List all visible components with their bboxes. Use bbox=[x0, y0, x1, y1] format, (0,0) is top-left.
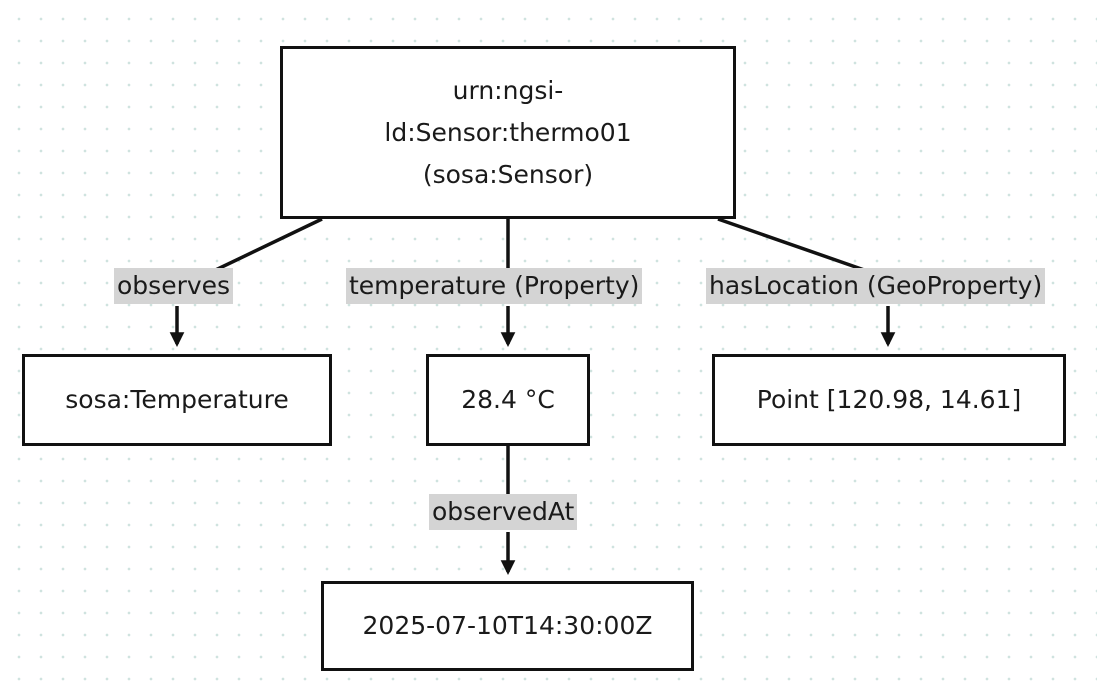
node-observed-at[interactable]: 2025-07-10T14:30:00Z bbox=[321, 581, 694, 671]
node-location[interactable]: Point [120.98, 14.61] bbox=[712, 354, 1066, 446]
node-location-label: Point [120.98, 14.61] bbox=[756, 385, 1022, 414]
node-value[interactable]: 28.4 °C bbox=[426, 354, 590, 446]
node-sensor-line-3: (sosa:Sensor) bbox=[422, 159, 594, 189]
node-observed-at-label: 2025-07-10T14:30:00Z bbox=[362, 611, 653, 640]
edge-label-observes: observes bbox=[114, 268, 234, 304]
node-sensor[interactable]: urn:ngsi- ld:Sensor:thermo01 (sosa:Senso… bbox=[280, 46, 736, 219]
node-temperature-type[interactable]: sosa:Temperature bbox=[22, 354, 332, 446]
node-temperature-type-label: sosa:Temperature bbox=[65, 385, 289, 414]
edge-label-has-location: hasLocation (GeoProperty) bbox=[706, 268, 1046, 304]
edge-label-observed-at: observedAt bbox=[429, 494, 578, 530]
node-value-label: 28.4 °C bbox=[461, 385, 555, 414]
node-sensor-line-2: ld:Sensor:thermo01 bbox=[384, 117, 632, 147]
node-sensor-line-1: urn:ngsi- bbox=[452, 75, 564, 105]
edge-label-temperature: temperature (Property) bbox=[346, 268, 643, 304]
edge-has-location-line bbox=[717, 217, 871, 274]
